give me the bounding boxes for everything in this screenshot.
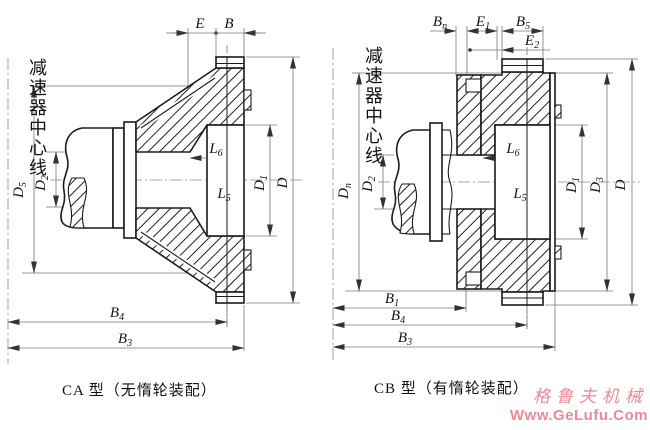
shaft-section-hatch — [397, 183, 418, 235]
dim-label-e2: E2 — [524, 33, 539, 51]
hub-ring — [123, 121, 137, 239]
watermark-brand: 格鲁夫机械 — [533, 387, 648, 406]
dim-label-dn: Dn — [336, 183, 354, 200]
dim-label-b3: B3 — [118, 331, 132, 349]
dim-label-e1: E1 — [475, 14, 490, 32]
dim-label-d2: D2 — [360, 176, 378, 193]
dim-label-d2: D2 — [33, 175, 51, 192]
hub-ring — [429, 122, 443, 242]
dim-label-d: D — [613, 179, 629, 191]
dim-label-d: D — [275, 177, 291, 189]
shaft-section-hatch — [67, 177, 88, 229]
idler-notch — [465, 78, 482, 93]
cb-drawing: Bn E1 B5 E2 Dn D2 L6 L5 D1 D3 D B1 B4 B3 — [332, 14, 640, 362]
dim-label-l5: L5 — [512, 186, 526, 204]
brake-rim-bottom — [215, 291, 245, 304]
ca-part — [60, 56, 252, 304]
ca-labels: E B D5 D2 L6 L5 D1 D B4 B3 — [11, 16, 291, 349]
dim-label-l6: L6 — [505, 141, 519, 159]
shaft-hub — [60, 127, 114, 229]
dim-label-l5: L5 — [216, 186, 230, 204]
gear-hub-block — [494, 124, 551, 240]
ca-drawing: E B D5 D2 L6 L5 D1 D B4 B3 — [7, 16, 302, 364]
caption-cb: CB 型（有惰轮装配） — [374, 381, 529, 397]
watermark: 格鲁夫机械 Www.GeLufu.Com — [510, 382, 648, 424]
dim-label-e: E — [194, 16, 204, 32]
dim-label-l6: L6 — [208, 141, 222, 159]
sleeve-break-line — [447, 129, 453, 235]
dim-label-d5: D5 — [11, 182, 29, 199]
reducer-centerline-label-right: 减速器中心线 — [363, 46, 383, 166]
cone-edge — [140, 77, 216, 129]
caption-ca: CA 型（无惰轮装配） — [62, 383, 217, 399]
flange-step — [243, 89, 252, 111]
flange-step — [554, 245, 562, 260]
dim-label-b3: B3 — [398, 330, 412, 348]
cb-labels: Bn E1 B5 E2 Dn D2 L6 L5 D1 D3 D B1 B4 B3 — [336, 14, 629, 348]
dim-label-d1: D1 — [252, 175, 270, 192]
dim-label-b4: B4 — [110, 305, 124, 323]
gear-hub-block — [206, 124, 245, 237]
hub-ring — [112, 127, 125, 229]
flange-step — [243, 249, 252, 271]
dim-label-d1: D1 — [564, 177, 582, 194]
ca-dim-lines — [7, 28, 302, 364]
brake-rim-top — [215, 56, 245, 69]
dim-point — [468, 48, 472, 52]
dim-label-b5: B5 — [516, 14, 530, 32]
dim-label-b1: B1 — [385, 291, 399, 309]
cone-edge — [140, 231, 216, 283]
idler-notch — [465, 271, 482, 286]
reducer-centerline-label-left: 减速器中心线 — [27, 58, 47, 178]
dim-label-b: B — [224, 16, 233, 32]
flange-step — [554, 104, 562, 119]
dim-label-d3: D3 — [588, 177, 606, 194]
watermark-url: Www.GeLufu.Com — [509, 407, 648, 424]
dim-label-bn: Bn — [433, 14, 447, 32]
cb-part — [391, 58, 562, 306]
dim-label-b4: B4 — [391, 308, 405, 326]
